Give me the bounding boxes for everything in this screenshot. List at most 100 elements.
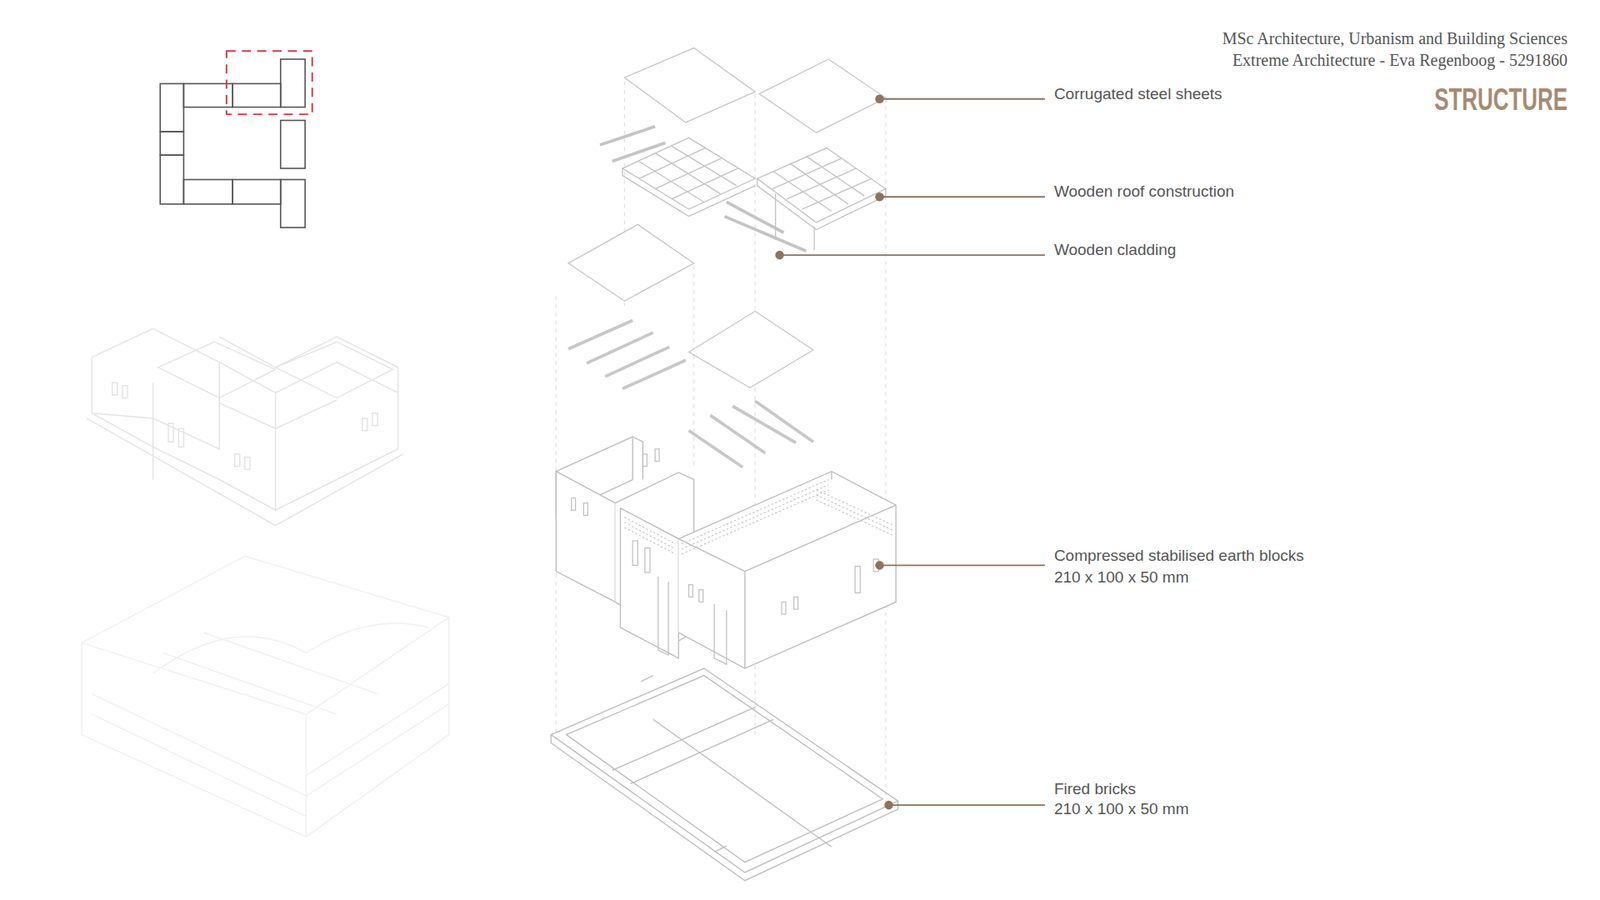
leader-lines-part <box>775 251 784 260</box>
key-plan-part <box>160 83 184 132</box>
key-plan <box>160 59 305 228</box>
roof-construction-part <box>639 145 738 202</box>
header-text: Extreme Architecture - Eva Regenboog - 5… <box>1232 50 1568 70</box>
key-plan-part <box>183 83 233 107</box>
ghost-building-part <box>163 632 378 715</box>
ghost-building-part <box>158 341 394 398</box>
leader-lines-part <box>875 561 884 570</box>
ghost-building-part <box>122 385 128 399</box>
dimension-label: 210 x 100 x 50 mm <box>1054 799 1190 820</box>
roof-construction-part <box>757 148 886 223</box>
roof-construction <box>622 137 886 250</box>
header-text: MSc Architecture, Urbanism and Building … <box>1222 28 1568 49</box>
ghost-building-part <box>91 683 450 816</box>
ventilation-pattern-part <box>816 490 895 536</box>
wooden-cladding-part <box>612 142 666 161</box>
wall-openings-part <box>655 449 660 462</box>
leader-lines <box>775 95 1045 809</box>
fired-brick-foundation-part <box>653 719 832 847</box>
corrugated-sheet-part <box>624 48 755 123</box>
key-plan-part <box>280 59 305 108</box>
ghost-building-part <box>168 423 174 442</box>
leader-lines-part <box>880 564 1045 566</box>
roof-construction-part <box>773 155 865 211</box>
guide-line-part <box>693 265 695 470</box>
key-plan-part <box>280 180 305 229</box>
fired-brick-foundation-part <box>640 675 727 853</box>
wall-openings-part <box>689 585 694 598</box>
key-plan-part <box>160 155 184 205</box>
part-label: Corrugated steel sheets <box>1054 84 1223 105</box>
leader-lines-part <box>885 801 893 810</box>
roof-construction-part <box>622 168 755 217</box>
highlight-frame <box>226 50 313 115</box>
fired-brick-foundation-part <box>566 675 884 863</box>
ceiling-panel-part <box>568 224 695 301</box>
ghost-building-part <box>153 362 399 511</box>
wall-openings-part <box>645 548 650 573</box>
ventilation-pattern <box>624 480 894 555</box>
wooden-cladding-part <box>689 430 744 468</box>
leader-lines-part <box>780 254 1045 256</box>
earth-block-walls-part <box>678 471 896 669</box>
earth-block-walls <box>555 436 896 669</box>
earth-block-walls-part <box>678 539 745 572</box>
wall-openings-part <box>658 576 669 655</box>
leader-lines-part <box>880 195 1045 198</box>
wooden-cladding-part <box>622 360 686 389</box>
earth-block-walls-part <box>830 471 832 480</box>
part-label: Fired bricks <box>1054 779 1136 800</box>
dimension-label: 210 x 100 x 50 mm <box>1054 567 1190 588</box>
part-label: Wooden cladding <box>1054 240 1176 260</box>
key-plan-part <box>280 120 305 169</box>
part-label: Compressed stabilised earth blocks <box>1054 545 1305 566</box>
earth-block-walls-part <box>632 436 643 480</box>
key-plan-part <box>183 180 233 205</box>
wooden-cladding-part <box>755 400 814 442</box>
wooden-cladding-part <box>724 216 806 252</box>
wooden-cladding-part <box>600 126 655 145</box>
wooden-cladding <box>568 320 814 467</box>
wall-openings-part <box>583 503 588 516</box>
wall-openings-part <box>781 601 786 615</box>
ceiling-panel <box>568 224 814 388</box>
fired-brick-foundation-part <box>550 668 898 873</box>
guide-line <box>555 81 886 806</box>
fired-brick-foundation-part <box>612 707 774 785</box>
ghost-building-part <box>362 418 368 431</box>
earth-block-walls-part <box>620 508 679 659</box>
ghost-building-part <box>235 454 240 467</box>
wall-openings-part <box>794 596 799 610</box>
corrugated-sheet <box>624 48 885 134</box>
fired-brick-foundation-part <box>550 735 898 881</box>
wall-openings-part <box>632 540 638 565</box>
ghost-building-part <box>86 418 404 526</box>
roof-construction-part <box>772 158 872 210</box>
roof-construction-part <box>622 137 755 210</box>
ghost-building-part <box>245 457 250 470</box>
key-plan-part <box>160 131 184 155</box>
ceiling-panel-part <box>689 310 814 388</box>
leader-lines-part <box>875 193 884 201</box>
ghost-building-part <box>178 428 184 447</box>
wall-openings-part <box>699 590 704 603</box>
wall-openings <box>571 449 880 665</box>
corrugated-sheet-part <box>759 59 886 133</box>
ghost-building-part <box>81 617 450 837</box>
sheet-title: STRUCTURE <box>1434 83 1568 117</box>
earth-block-walls-part <box>555 471 615 603</box>
ghost-building-part <box>153 623 430 674</box>
leader-lines-part <box>875 95 884 103</box>
key-plan-part <box>232 83 281 107</box>
wall-openings-part <box>855 566 860 594</box>
fired-brick-foundation <box>550 668 898 881</box>
ghost-building-part <box>81 555 450 715</box>
ventilation-pattern-part <box>681 480 829 555</box>
ghost-building-part <box>219 400 337 429</box>
ghost-building-part <box>112 382 118 395</box>
wall-openings-part <box>714 604 727 665</box>
ghost-building-part <box>372 413 378 426</box>
roof-construction-part <box>757 178 886 230</box>
leader-lines-part <box>880 98 1045 100</box>
